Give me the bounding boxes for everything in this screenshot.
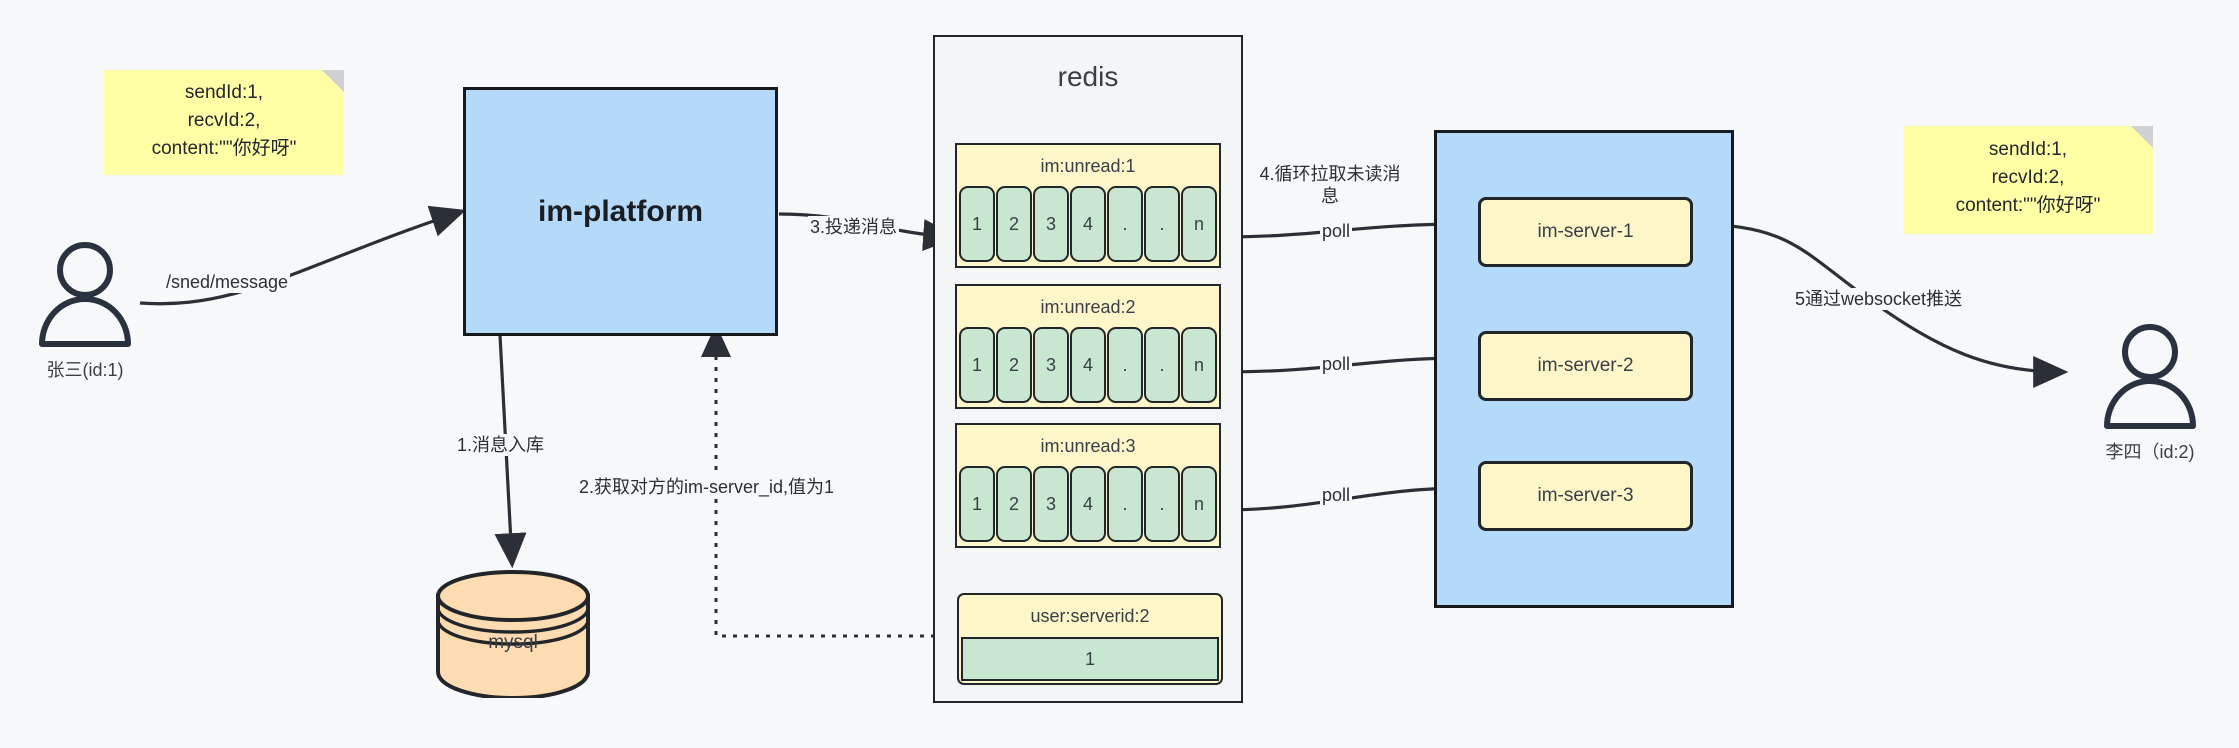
- node-im-server-2[interactable]: im-server-2: [1478, 331, 1693, 401]
- redis-cell[interactable]: .: [1107, 327, 1143, 403]
- redis-cell[interactable]: 3: [1033, 327, 1069, 403]
- redis-cell[interactable]: 1: [959, 466, 995, 542]
- actor-receiver-label: 李四（id:2): [2105, 442, 2195, 462]
- redis-kv-group[interactable]: user:serverid:2 1: [957, 593, 1223, 685]
- redis-cell[interactable]: n: [1181, 466, 1217, 542]
- edge-label-step2: 2.获取对方的im-server_id,值为1: [577, 476, 837, 498]
- note-line: sendId:1,: [1988, 139, 2068, 160]
- node-mysql-label: mysql: [488, 632, 538, 653]
- redis-key-label: im:unread:3: [1040, 436, 1136, 456]
- actor-receiver: 李四（id:2): [2085, 320, 2215, 464]
- redis-cell[interactable]: 2: [996, 466, 1032, 542]
- node-im-server-1[interactable]: im-server-1: [1478, 197, 1693, 267]
- redis-cell[interactable]: 3: [1033, 186, 1069, 262]
- redis-cell[interactable]: .: [1107, 466, 1143, 542]
- edge-label-step5: 5通过websocket推送: [1793, 288, 1965, 310]
- redis-cell[interactable]: 1: [959, 327, 995, 403]
- redis-kv-value[interactable]: 1: [961, 637, 1219, 681]
- redis-list-cells: 1 2 3 4 . . n: [959, 466, 1217, 542]
- note-line: recvId:2,: [1991, 167, 2065, 188]
- redis-key-label: im:unread:2: [1040, 297, 1136, 317]
- redis-cell[interactable]: n: [1181, 186, 1217, 262]
- edge-label-step3: 3.投递消息: [808, 216, 900, 238]
- redis-list-cells: 1 2 3 4 . . n: [959, 186, 1217, 262]
- edge-label-step1: 1.消息入库: [455, 434, 547, 456]
- redis-cell[interactable]: 1: [959, 186, 995, 262]
- redis-cell[interactable]: .: [1144, 466, 1180, 542]
- actor-sender-label: 张三(id:1): [46, 360, 124, 380]
- message-note-right: sendId:1, recvId:2, content:""你好呀": [1903, 126, 2153, 234]
- node-im-server-3[interactable]: im-server-3: [1478, 461, 1693, 531]
- node-im-server-cluster: im-server-1 im-server-2 im-server-3: [1434, 130, 1734, 608]
- node-im-server-1-label: im-server-1: [1537, 221, 1634, 242]
- redis-key-group[interactable]: im:unread:3 1 2 3 4 . . n: [955, 423, 1221, 548]
- redis-cell[interactable]: 4: [1070, 327, 1106, 403]
- redis-cell[interactable]: .: [1144, 327, 1180, 403]
- note-line: sendId:1,: [184, 81, 264, 103]
- edge-label-step4: 4.循环拉取未读消息: [1253, 163, 1407, 207]
- redis-list-cells: 1 2 3 4 . . n: [959, 327, 1217, 403]
- redis-cell[interactable]: 4: [1070, 466, 1106, 542]
- redis-cell[interactable]: 4: [1070, 186, 1106, 262]
- redis-cell[interactable]: .: [1144, 186, 1180, 262]
- note-line: content:""你好呀": [151, 137, 297, 159]
- database-icon: [436, 570, 590, 700]
- note-line: content:""你好呀": [1955, 195, 2101, 216]
- redis-cell[interactable]: 2: [996, 327, 1032, 403]
- redis-key-group[interactable]: im:unread:2 1 2 3 4 . . n: [955, 284, 1221, 409]
- note-fold-icon: [322, 70, 344, 92]
- node-redis-title: redis: [1057, 61, 1119, 92]
- redis-cell[interactable]: 3: [1033, 466, 1069, 542]
- edge-label-send-message: /sned/message: [164, 271, 291, 293]
- node-im-platform-label: im-platform: [538, 194, 703, 228]
- redis-kv-key: user:serverid:2: [1030, 606, 1150, 626]
- message-note-left: sendId:1, recvId:2, content:""你好呀": [104, 70, 344, 175]
- redis-key-label: im:unread:1: [1040, 156, 1136, 176]
- person-icon: [39, 242, 131, 347]
- node-im-server-3-label: im-server-3: [1537, 485, 1634, 506]
- edge-label-poll-1: poll: [1320, 220, 1353, 242]
- redis-cell[interactable]: n: [1181, 327, 1217, 403]
- redis-cell[interactable]: 2: [996, 186, 1032, 262]
- person-icon: [2104, 324, 2196, 429]
- actor-sender: 张三(id:1): [20, 238, 150, 382]
- redis-cell[interactable]: .: [1107, 186, 1143, 262]
- node-mysql[interactable]: mysql: [432, 570, 594, 700]
- note-fold-icon: [2131, 126, 2153, 148]
- edge-label-poll-2: poll: [1320, 353, 1353, 375]
- edge-label-poll-3: poll: [1320, 484, 1353, 506]
- node-im-platform[interactable]: im-platform: [463, 87, 778, 336]
- note-line: recvId:2,: [187, 109, 261, 131]
- redis-key-group[interactable]: im:unread:1 1 2 3 4 . . n: [955, 143, 1221, 268]
- node-im-server-2-label: im-server-2: [1537, 355, 1634, 376]
